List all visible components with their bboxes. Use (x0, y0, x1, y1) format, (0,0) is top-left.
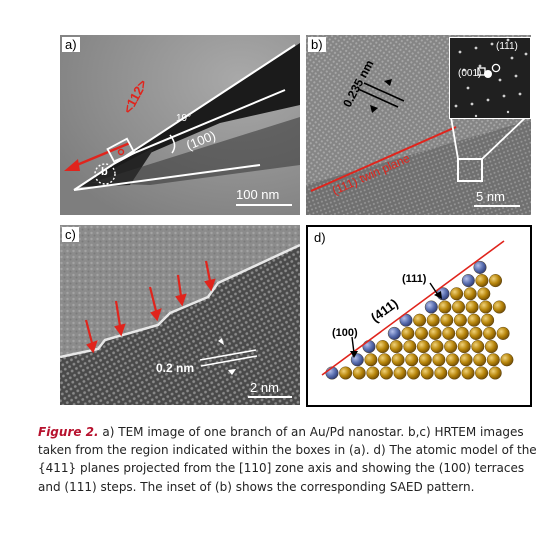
panel-a-image (60, 35, 300, 215)
panel-a-label: a) (62, 37, 80, 52)
panel-d-label: d) (314, 230, 326, 245)
atomic-model (321, 240, 514, 380)
bulk-atom (432, 353, 446, 367)
bulk-atom (414, 326, 428, 340)
surface-atom (473, 260, 487, 274)
atom-lattice (325, 260, 514, 380)
bulk-atom (471, 340, 485, 354)
bulk-atom (457, 340, 471, 354)
bulk-atom (450, 287, 464, 301)
bulk-atom (496, 326, 510, 340)
bulk-atom (445, 353, 459, 367)
step-arrows (84, 260, 216, 354)
panel-d: d) (111) (411) (100) (306, 225, 532, 407)
twin-plane-line (310, 126, 457, 192)
bulk-atom (379, 366, 393, 380)
bulk-atom (366, 366, 380, 380)
bulk-atom (438, 300, 452, 314)
caption-figure-label: Figure 2. (38, 425, 99, 439)
region-box (106, 137, 136, 165)
bulk-atom (413, 313, 427, 327)
scale-bar-b-label: 5 nm (476, 189, 505, 204)
spacing-c-label: 0.2 nm (156, 361, 195, 375)
bulk-atom (391, 353, 405, 367)
bulk-atom (473, 353, 487, 367)
bulk-atom (461, 366, 475, 380)
scale-bar-c-label: 2 nm (250, 380, 279, 395)
bulk-atom (420, 366, 434, 380)
bulk-atom (416, 340, 430, 354)
bulk-atom (430, 340, 444, 354)
panel-b: (111) (001) b) 0.235 nm (111) twin plane… (306, 35, 531, 215)
bulk-atom (339, 366, 353, 380)
bulk-atom (488, 274, 502, 288)
bulk-atom (447, 366, 461, 380)
angle-label: 19° (176, 113, 192, 124)
surface-atom (362, 340, 376, 354)
bulk-atom (389, 340, 403, 354)
bulk-atom (465, 300, 479, 314)
panel-a: a) <112> 19° (100) b 100 nm (60, 35, 300, 215)
bulk-atom (364, 353, 378, 367)
bulk-atom (477, 287, 491, 301)
bulk-atom (444, 340, 458, 354)
step-111-label: (111) (402, 273, 427, 285)
saed-inset: (111) (001) (449, 37, 531, 119)
bulk-atom (488, 366, 502, 380)
bulk-atom (440, 313, 454, 327)
bulk-atom (453, 313, 467, 327)
bulk-atom (405, 353, 419, 367)
bulk-atom (426, 313, 440, 327)
bulk-atom (352, 366, 366, 380)
bulk-atom (434, 366, 448, 380)
bulk-atom (451, 300, 465, 314)
bulk-atom (484, 340, 498, 354)
bulk-atom (407, 366, 421, 380)
inset-top-label: (111) (496, 41, 518, 52)
panel-c-label: c) (62, 227, 79, 242)
marker-label: b (101, 166, 108, 178)
inset-region-box (457, 158, 483, 182)
bulk-atom (403, 340, 417, 354)
dotted-circle (94, 163, 116, 185)
bulk-atom (500, 353, 514, 367)
surface-atom (387, 326, 401, 340)
saed-pattern (454, 38, 528, 118)
surface-atom (461, 274, 475, 288)
bulk-atom (481, 313, 495, 327)
panel-c: c) 0.2 nm 2 nm (60, 225, 300, 405)
crystal-edge (60, 243, 300, 359)
inset-left-label: (001) (458, 68, 482, 79)
bulk-atom (486, 353, 500, 367)
bulk-atom (482, 326, 496, 340)
surface-atom (424, 300, 438, 314)
bulk-atom (479, 300, 493, 314)
edge-line-lower (73, 164, 261, 191)
axis-line-100 (114, 89, 286, 162)
figure-caption: Figure 2. a) TEM image of one branch of … (38, 423, 538, 496)
bulk-atom (442, 326, 456, 340)
panel-b-label: b) (308, 37, 326, 52)
bulk-atom (459, 353, 473, 367)
terrace-100-label: (100) (332, 327, 358, 339)
bulk-atom (376, 340, 390, 354)
bulk-atom (418, 353, 432, 367)
bulk-atom (467, 313, 481, 327)
panel-c-image (60, 225, 300, 405)
bulk-atom (401, 326, 415, 340)
bulk-atom (475, 366, 489, 380)
scale-bar-a-label: 100 nm (236, 187, 280, 202)
bulk-atom (393, 366, 407, 380)
bulk-atom (377, 353, 391, 367)
bulk-atom (492, 300, 506, 314)
direction-arrow (71, 141, 131, 169)
bulk-atom (469, 326, 483, 340)
bulk-atom (463, 287, 477, 301)
bulk-atom (428, 326, 442, 340)
bulk-atom (455, 326, 469, 340)
caption-text: a) TEM image of one branch of an Au/Pd n… (38, 425, 537, 494)
crystal-lattice (60, 245, 300, 405)
bulk-atom (475, 274, 489, 288)
